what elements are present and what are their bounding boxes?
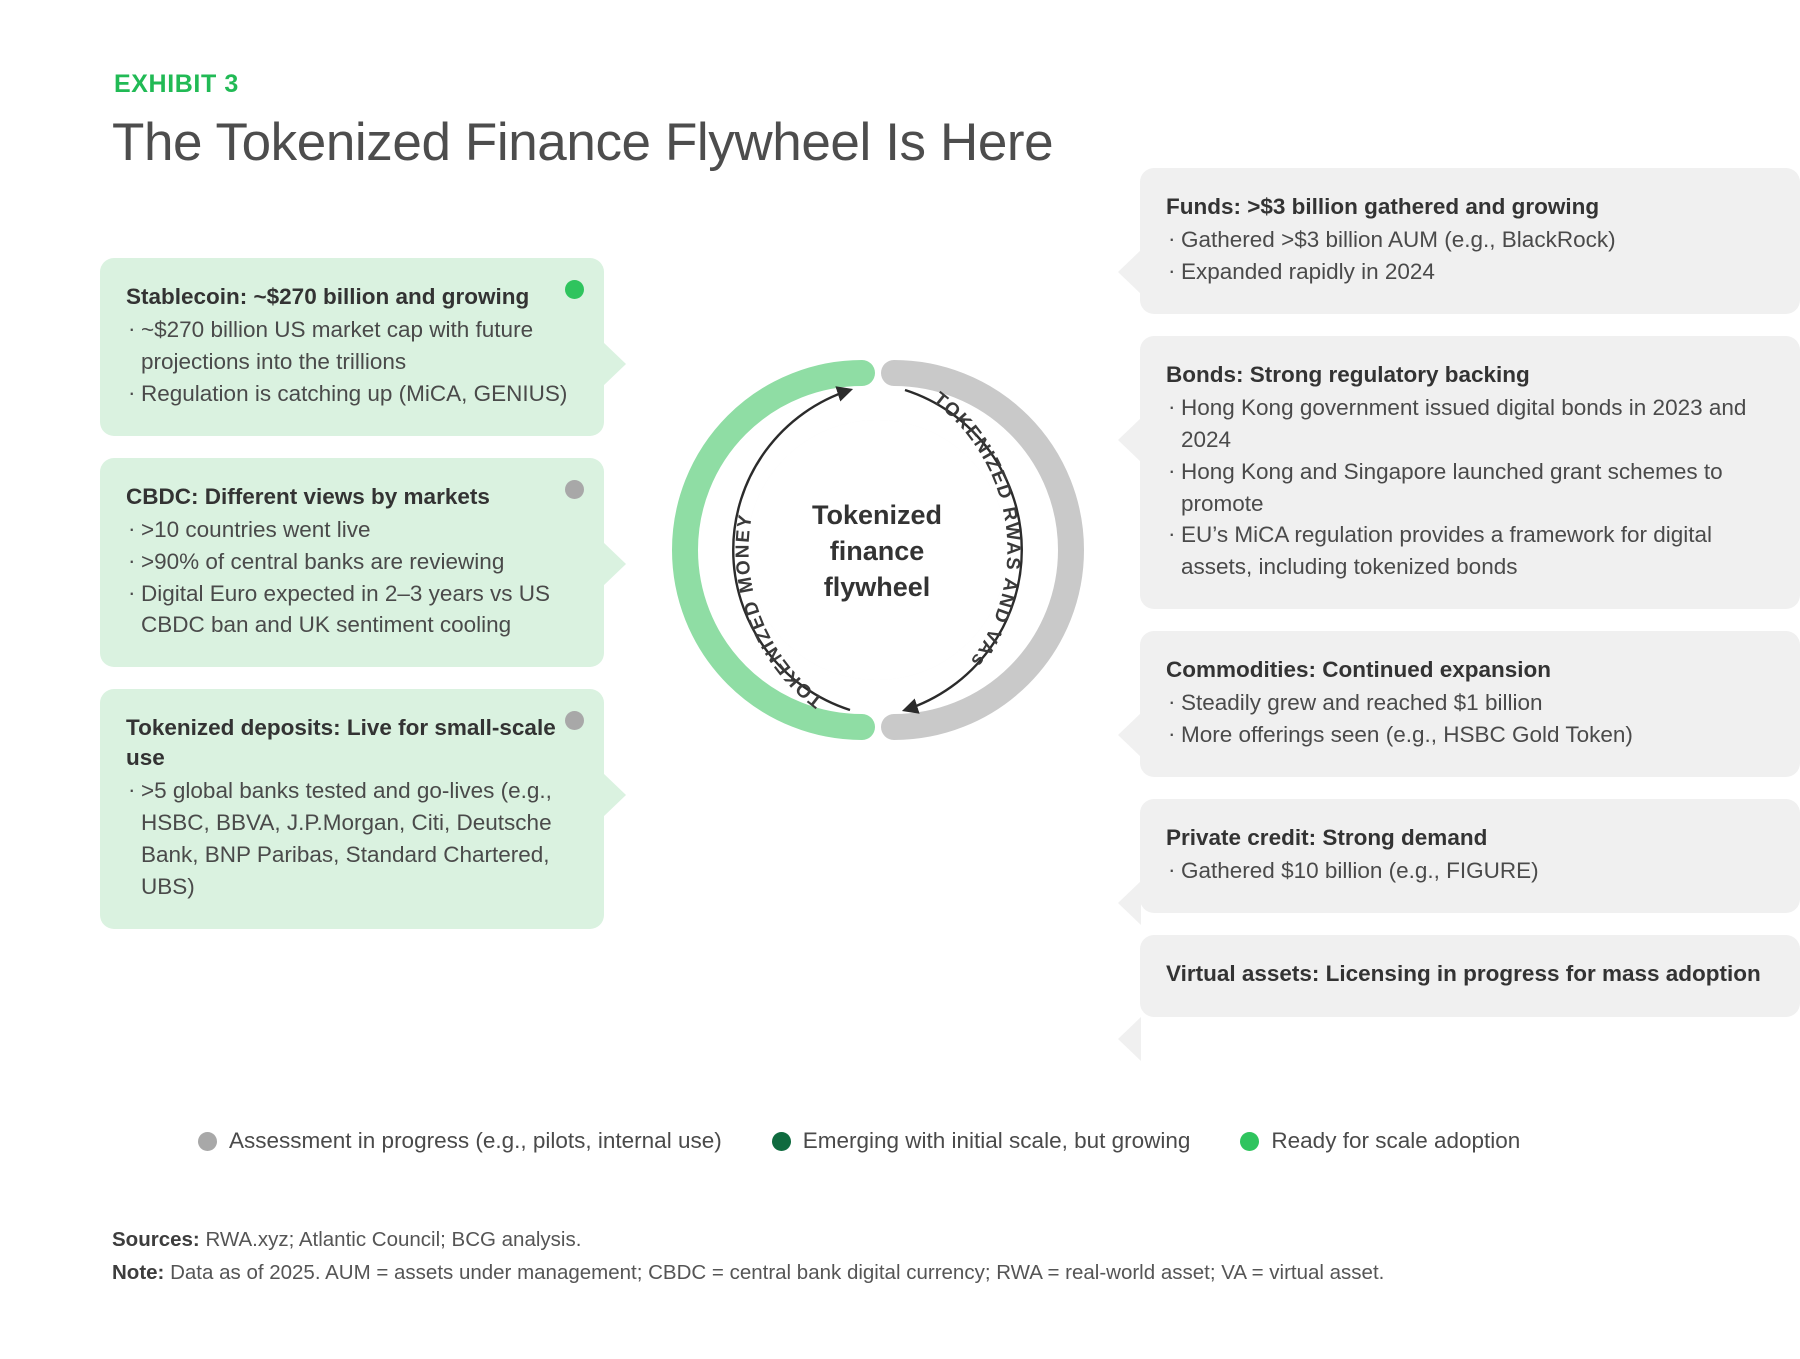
card-bullet-list: ~$270 billion US market cap with future … — [126, 313, 578, 410]
list-item: Gathered $10 billion (e.g., FIGURE) — [1166, 854, 1774, 887]
card-title: Private credit: Strong demand — [1166, 825, 1488, 851]
flywheel-hub-inner — [747, 420, 1007, 680]
card-title: Tokenized deposits: Live for small-scale… — [126, 715, 556, 771]
list-item: >10 countries went live — [126, 513, 578, 546]
list-item: EU’s MiCA regulation provides a framewor… — [1166, 518, 1774, 583]
sources-label: Sources: — [112, 1228, 200, 1251]
card-cbdc: CBDC: Different views by markets >10 cou… — [100, 457, 626, 668]
list-item: Digital Euro expected in 2–3 years vs US… — [126, 577, 578, 642]
card-funds: Funds: >$3 billion gathered and growing … — [1118, 168, 1800, 314]
card-private-credit: Private credit: Strong demand Gathered $… — [1118, 799, 1800, 925]
exhibit-eyebrow: EXHIBIT 3 — [114, 70, 239, 98]
card-title: Funds: >$3 billion gathered and growing — [1166, 194, 1600, 219]
flywheel-diagram: TOKENIZED RWAS AND VAs TOKENIZED MONEY T… — [612, 300, 1142, 800]
legend-dot-dark-green — [771, 1131, 791, 1151]
card-title: Stablecoin: ~$270 billion and growing — [126, 284, 530, 309]
card-tokenized-deposits: Tokenized deposits: Live for small-scale… — [100, 689, 626, 929]
legend-label: Assessment in progress (e.g., pilots, in… — [229, 1128, 722, 1153]
flywheel-arrow-left — [732, 386, 854, 712]
list-item: >90% of central banks are reviewing — [126, 545, 578, 578]
card-bullet-list: Steadily grew and reached $1 billion Mor… — [1166, 686, 1774, 751]
flywheel-arrow-right — [901, 388, 1023, 714]
card-bullet-list: Gathered $10 billion (e.g., FIGURE) — [1166, 854, 1774, 887]
status-dot-grey — [565, 711, 584, 731]
legend: Assessment in progress (e.g., pilots, in… — [198, 1128, 1520, 1154]
list-item: Expanded rapidly in 2024 — [1166, 255, 1774, 288]
card-title: Commodities: Continued expansion — [1166, 657, 1552, 683]
list-item: Gathered >$3 billion AUM (e.g., BlackRoc… — [1166, 223, 1774, 256]
list-item: Steadily grew and reached $1 billion — [1166, 686, 1774, 719]
card-stablecoin: Stablecoin: ~$270 billion and growing ~$… — [100, 258, 626, 436]
legend-dot-bright-green — [1240, 1131, 1260, 1151]
status-dot-grey — [565, 479, 584, 499]
card-commodities: Commodities: Continued expansion Steadil… — [1118, 631, 1800, 778]
card-virtual-assets: Virtual assets: Licensing in progress fo… — [1118, 935, 1800, 1061]
legend-item-ready: Ready for scale adoption — [1240, 1128, 1520, 1154]
list-item: Hong Kong government issued digital bond… — [1166, 391, 1774, 456]
note-text: Data as of 2025. AUM = assets under mana… — [170, 1260, 1385, 1284]
card-bullet-list: Gathered >$3 billion AUM (e.g., BlackRoc… — [1166, 223, 1774, 288]
card-bullet-list: >10 countries went live >90% of central … — [126, 513, 578, 642]
card-title: CBDC: Different views by markets — [126, 483, 490, 509]
list-item: More offerings seen (e.g., HSBC Gold Tok… — [1166, 718, 1774, 751]
right-card-column: Funds: >$3 billion gathered and growing … — [1118, 168, 1800, 1061]
legend-item-emerging: Emerging with initial scale, but growing — [771, 1128, 1191, 1154]
flywheel-arc-green — [672, 360, 875, 740]
note-line: Note: Data as of 2025. AUM = assets unde… — [112, 1257, 1384, 1290]
card-bullet-list: >5 global banks tested and go-lives (e.g… — [126, 774, 578, 903]
sources-text: RWA.xyz; Atlantic Council; BCG analysis. — [205, 1228, 582, 1251]
note-label: Note: — [112, 1260, 165, 1284]
legend-label: Ready for scale adoption — [1271, 1128, 1521, 1153]
list-item: >5 global banks tested and go-lives (e.g… — [126, 774, 578, 903]
legend-label: Emerging with initial scale, but growing — [802, 1128, 1191, 1153]
page-title: The Tokenized Finance Flywheel Is Here — [112, 113, 1054, 172]
sources-line: Sources: RWA.xyz; Atlantic Council; BCG … — [112, 1224, 1384, 1257]
card-title: Virtual assets: Licensing in progress fo… — [1166, 961, 1761, 986]
legend-item-assessment: Assessment in progress (e.g., pilots, in… — [198, 1128, 722, 1154]
left-card-column: Stablecoin: ~$270 billion and growing ~$… — [100, 258, 626, 951]
list-item: Regulation is catching up (MiCA, GENIUS) — [126, 377, 578, 410]
legend-dot-grey — [198, 1131, 217, 1151]
footnotes: Sources: RWA.xyz; Atlantic Council; BCG … — [112, 1224, 1384, 1290]
status-dot-bright-green — [565, 280, 584, 299]
flywheel-arc-grey — [881, 360, 1084, 740]
card-bonds: Bonds: Strong regulatory backing Hong Ko… — [1118, 335, 1800, 610]
card-title: Bonds: Strong regulatory backing — [1166, 361, 1530, 387]
list-item: Hong Kong and Singapore launched grant s… — [1166, 455, 1774, 520]
card-bullet-list: Hong Kong government issued digital bond… — [1166, 391, 1774, 584]
list-item: ~$270 billion US market cap with future … — [126, 313, 578, 378]
flywheel-svg: TOKENIZED RWAS AND VAs TOKENIZED MONEY — [672, 360, 1084, 740]
